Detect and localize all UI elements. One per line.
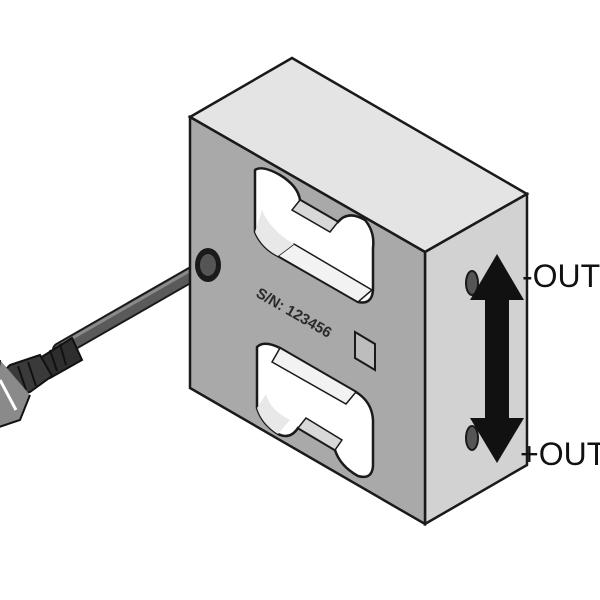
cutout-upper-inner <box>255 199 374 303</box>
force-direction-arrow <box>470 254 524 463</box>
center-notch <box>354 330 376 372</box>
cable-connector <box>0 336 84 428</box>
cable-gland <box>195 248 221 282</box>
mounting-hole-top <box>465 270 479 296</box>
cutout-lower-inner <box>257 346 358 452</box>
plus-out-label: +OUT <box>520 436 600 472</box>
mounting-hole-bottom <box>465 425 479 451</box>
block-side-face <box>423 191 529 527</box>
cable <box>52 257 216 358</box>
minus-out-label: -OUT <box>522 258 600 294</box>
